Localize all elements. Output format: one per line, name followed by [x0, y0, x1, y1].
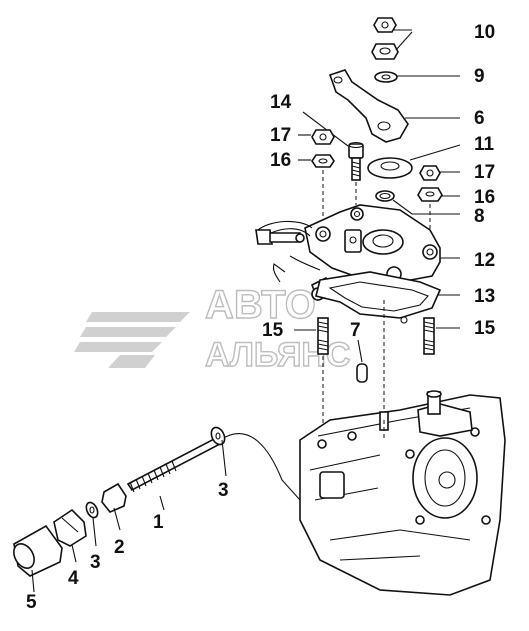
callout-14: 14	[270, 92, 292, 113]
watermark: АВТО АЛЬЯНС	[74, 282, 351, 375]
callout-7: 7	[350, 320, 361, 341]
part-3-washer-lower	[85, 501, 99, 547]
callout-4: 4	[68, 568, 79, 589]
callout-labels: 10 9 14 6 17 11 16 17 16 8 12 13 15 7 15…	[26, 22, 496, 613]
callout-2: 2	[114, 537, 125, 558]
part-2-nut	[101, 482, 127, 531]
part-5-cap	[13, 524, 63, 593]
callout-10: 10	[474, 22, 495, 43]
callout-5: 5	[26, 592, 37, 613]
watermark-logo	[74, 312, 190, 368]
callout-11: 11	[474, 134, 495, 155]
callout-16-left: 16	[270, 150, 291, 171]
part-3-washer-upper	[210, 426, 227, 477]
engine-block	[299, 390, 506, 596]
watermark-line1: АВТО	[205, 283, 316, 327]
part-15-stud-right	[423, 317, 460, 355]
part-17-16-left	[298, 129, 335, 222]
callout-17-left: 17	[270, 125, 291, 146]
callout-13: 13	[474, 286, 495, 307]
callout-8: 8	[474, 206, 485, 227]
callout-15-left: 15	[262, 320, 284, 341]
part-13-gasket	[315, 271, 460, 324]
part-12-housing	[304, 204, 460, 283]
part-10-nuts	[371, 17, 413, 60]
callout-15-right: 15	[474, 318, 496, 339]
part-1-rod	[126, 433, 301, 511]
part-14-bolt	[302, 111, 364, 205]
callout-17-right: 17	[474, 162, 495, 183]
part-17-16-right	[417, 165, 460, 244]
part-9-washer	[374, 71, 460, 83]
callout-9: 9	[474, 66, 485, 87]
part-4-adapter	[53, 508, 87, 563]
part-6-lever	[328, 69, 460, 143]
callout-12: 12	[474, 250, 495, 271]
part-15-stud-left	[294, 317, 329, 432]
part-11-washer	[367, 144, 461, 179]
callout-16-right: 16	[474, 187, 495, 208]
callout-3-lower: 3	[90, 552, 101, 573]
part-8-oring	[375, 190, 460, 215]
callout-1: 1	[153, 512, 164, 533]
callout-6: 6	[474, 108, 485, 129]
callout-3-upper: 3	[218, 480, 229, 501]
part-7-pin	[356, 300, 385, 420]
